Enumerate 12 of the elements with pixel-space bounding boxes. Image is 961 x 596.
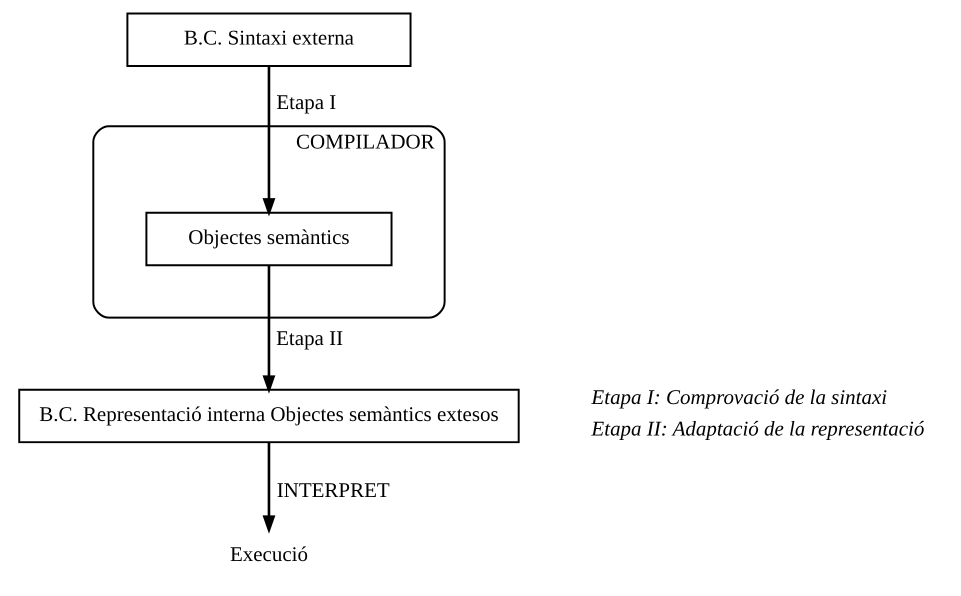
label: Etapa I: Comprovació de la sintaxi [590, 384, 887, 409]
edge-label: Etapa II [276, 326, 343, 350]
arrow [262, 66, 275, 216]
node-box: B.C. Representació interna Objectes semàntics extesos [18, 388, 520, 444]
node-box: Objectes semàntics [144, 212, 392, 266]
edge-label: INTERPRET [276, 478, 390, 502]
label: Etapa II: Adaptació de la representació [590, 416, 924, 440]
arrow [262, 442, 275, 534]
edge-label: Etapa I [276, 90, 336, 114]
node-text: Execució [229, 542, 308, 566]
node-box: B.C. Sintaxi externa [126, 12, 412, 67]
arrow [262, 265, 275, 394]
